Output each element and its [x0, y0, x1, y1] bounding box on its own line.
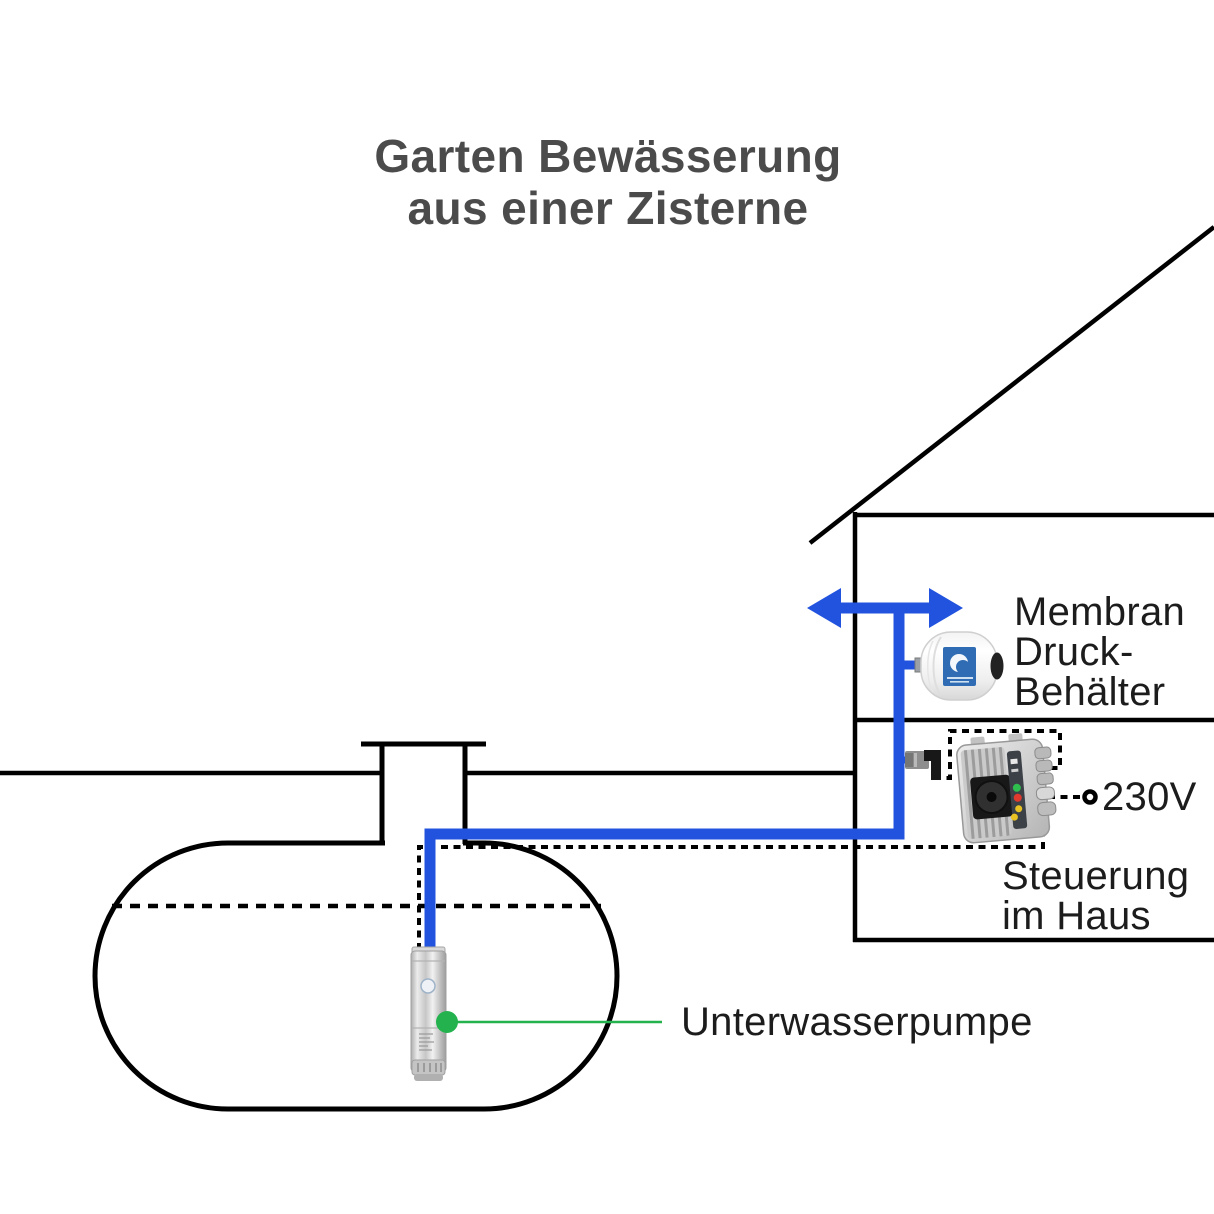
pressure-sensor-cable: [934, 729, 1062, 780]
controller-label-line-1: Steuerung: [1002, 854, 1190, 898]
pump-spec-label-text: [419, 1033, 434, 1051]
pump-bottom-cap: [414, 1074, 443, 1081]
membrane-tank-label-line-1: Membran: [1014, 590, 1186, 634]
cable-gland-top-2: [1035, 759, 1053, 773]
arrow-left-head-icon: [807, 588, 841, 628]
sensor-elbow-connector: [924, 750, 941, 780]
membrane-pressure-tank: [914, 631, 1004, 701]
diagram-title: Garten Bewässerung aus einer Zisterne: [258, 130, 958, 234]
tank-label-text-line: [947, 677, 973, 679]
tank-label-drop-inner: [956, 660, 970, 674]
controller-display: [1010, 758, 1018, 765]
pump-intake-section: [411, 1059, 446, 1076]
pump-callout-dot: [436, 1011, 458, 1033]
title-line-1: Garten Bewässerung: [374, 130, 842, 182]
pump-logo-badge: [420, 978, 436, 994]
cistern-outline: [92, 840, 620, 1112]
controller-display-2: [1011, 768, 1019, 773]
pump-controller: [956, 733, 1057, 844]
arrow-right-head-icon: [929, 588, 963, 628]
membrane-tank-label-line-3: Behälter: [1014, 670, 1166, 714]
pressure-sensor: [905, 750, 941, 780]
controller-label: Steuerung im Haus: [1002, 856, 1189, 936]
membrane-tank-label: Membran Druck- Behälter: [1014, 592, 1185, 712]
pump-body: [410, 950, 447, 1073]
cable-gland-top-3: [1036, 772, 1054, 786]
sensor-ring: [914, 753, 917, 767]
tank-air-valve-cap: [990, 652, 1004, 680]
led-red: [1013, 793, 1022, 802]
cable-gland-pump: [1037, 801, 1057, 817]
cable-gland-mains: [1035, 786, 1056, 801]
tank-dome-seam-2: [927, 640, 934, 693]
sensor-nut: [905, 753, 913, 767]
water-pipe: [424, 603, 905, 954]
controller-fan-hub: [986, 792, 997, 803]
mains-plug-icon: [1082, 789, 1098, 805]
controller-label-line-2: im Haus: [1002, 894, 1151, 938]
submersible-pump: [410, 946, 447, 1081]
membrane-tank-label-line-2: Druck-: [1014, 630, 1134, 674]
tank-dome-seam: [932, 636, 942, 697]
led-green: [1012, 783, 1021, 792]
roof-line: [808, 225, 1214, 545]
pump-intake-slots: [417, 1063, 442, 1072]
title-line-2: aus einer Zisterne: [407, 182, 809, 234]
tank-label-text-line-2: [950, 681, 969, 683]
pump-label: Unterwasserpumpe: [681, 1000, 1033, 1044]
led-yellow: [1015, 805, 1023, 813]
distribution-arrow: [807, 588, 963, 628]
voltage-label: 230V: [1102, 775, 1197, 819]
cable-gland-top-1: [1034, 746, 1052, 760]
led-yellow-2: [1010, 813, 1018, 821]
